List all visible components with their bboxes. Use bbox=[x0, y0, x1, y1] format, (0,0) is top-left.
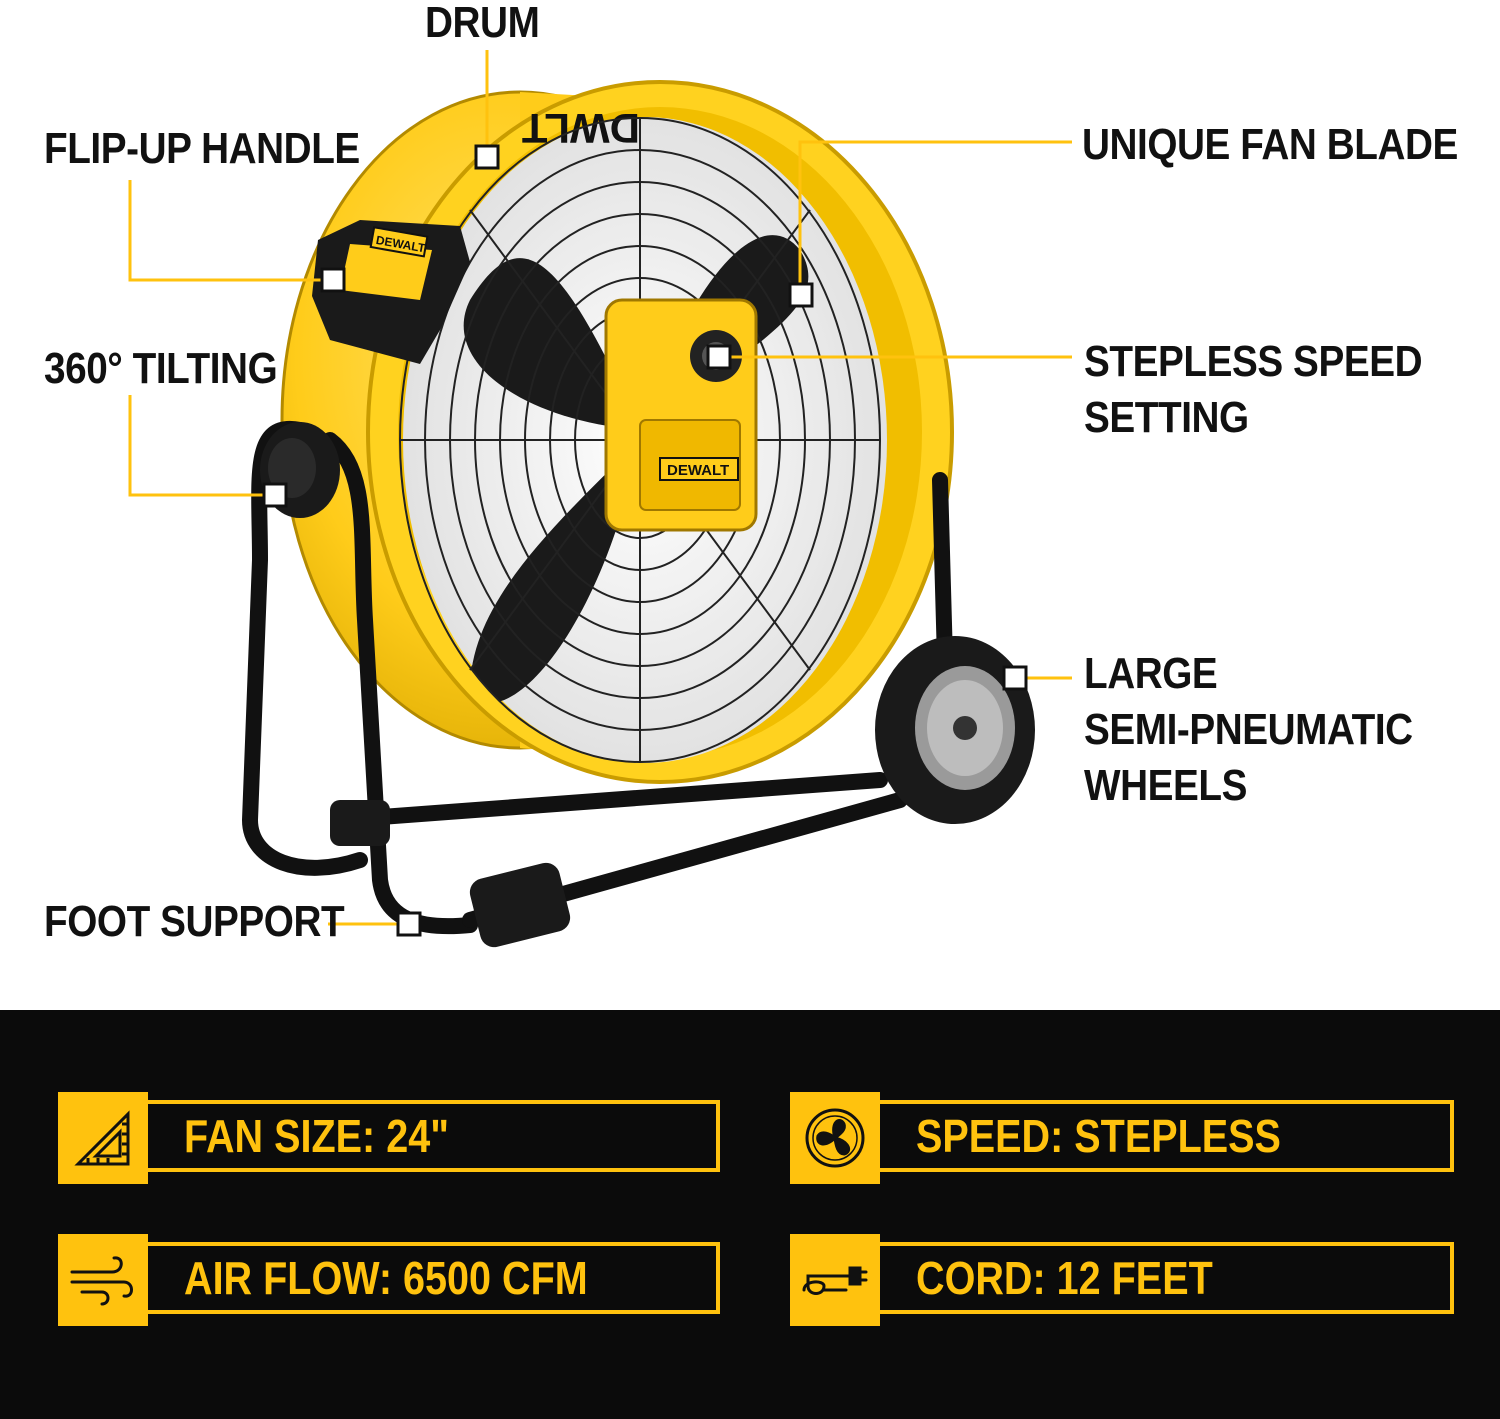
spec-cord-box: CORD: 12 FEET bbox=[880, 1242, 1454, 1314]
callout-wheels-line3: WHEELS bbox=[1084, 761, 1248, 810]
callout-unique-fan-blade: UNIQUE FAN BLADE bbox=[1082, 120, 1458, 169]
callout-stepless-setting: SETTING bbox=[1084, 393, 1249, 442]
callout-foot-support: FOOT SUPPORT bbox=[44, 897, 345, 946]
foot-caps bbox=[330, 800, 571, 948]
spec-speed: SPEED: STEPLESS bbox=[790, 1092, 1454, 1184]
power-plug-icon bbox=[790, 1234, 880, 1326]
product-diagram: DWLT D bbox=[44, 0, 1459, 948]
spec-fan-size: FAN SIZE: 24" bbox=[58, 1092, 720, 1184]
fan-illustration: DWLT D bbox=[128, 50, 1072, 948]
spec-fan-size-label: FAN SIZE: 24" bbox=[184, 1110, 449, 1162]
ruler-triangle-icon bbox=[58, 1092, 148, 1184]
callout-360-tilting: 360° TILTING bbox=[44, 344, 278, 393]
specs-panel: FAN SIZE: 24" SPEED: STEPLESS AIR bbox=[0, 1010, 1500, 1419]
callout-drum: DRUM bbox=[425, 0, 540, 47]
spec-air-flow-box: AIR FLOW: 6500 CFM bbox=[148, 1242, 720, 1314]
callout-leaders bbox=[128, 50, 1072, 926]
spec-fan-size-box: FAN SIZE: 24" bbox=[148, 1100, 720, 1172]
spec-cord: CORD: 12 FEET bbox=[790, 1234, 1454, 1326]
spec-air-flow-label: AIR FLOW: 6500 CFM bbox=[184, 1252, 588, 1304]
callout-markers bbox=[262, 144, 1028, 937]
callout-stepless-speed: STEPLESS SPEED bbox=[1084, 337, 1423, 386]
spec-speed-box: SPEED: STEPLESS bbox=[880, 1100, 1454, 1172]
wind-icon bbox=[58, 1234, 148, 1326]
callout-flip-up-handle: FLIP-UP HANDLE bbox=[44, 124, 360, 173]
callout-wheels-line1: LARGE bbox=[1084, 649, 1218, 698]
flip-up-handle: DEWALT bbox=[312, 220, 470, 364]
wheel bbox=[875, 636, 1035, 824]
spec-air-flow: AIR FLOW: 6500 CFM bbox=[58, 1234, 720, 1326]
spec-speed-label: SPEED: STEPLESS bbox=[916, 1110, 1281, 1162]
motor-housing: DEWALT bbox=[604, 298, 758, 532]
callout-wheels-line2: SEMI-PNEUMATIC bbox=[1084, 705, 1413, 754]
motor-logo: DEWALT bbox=[667, 462, 729, 479]
fan-icon bbox=[790, 1092, 880, 1184]
spec-cord-label: CORD: 12 FEET bbox=[916, 1252, 1213, 1304]
